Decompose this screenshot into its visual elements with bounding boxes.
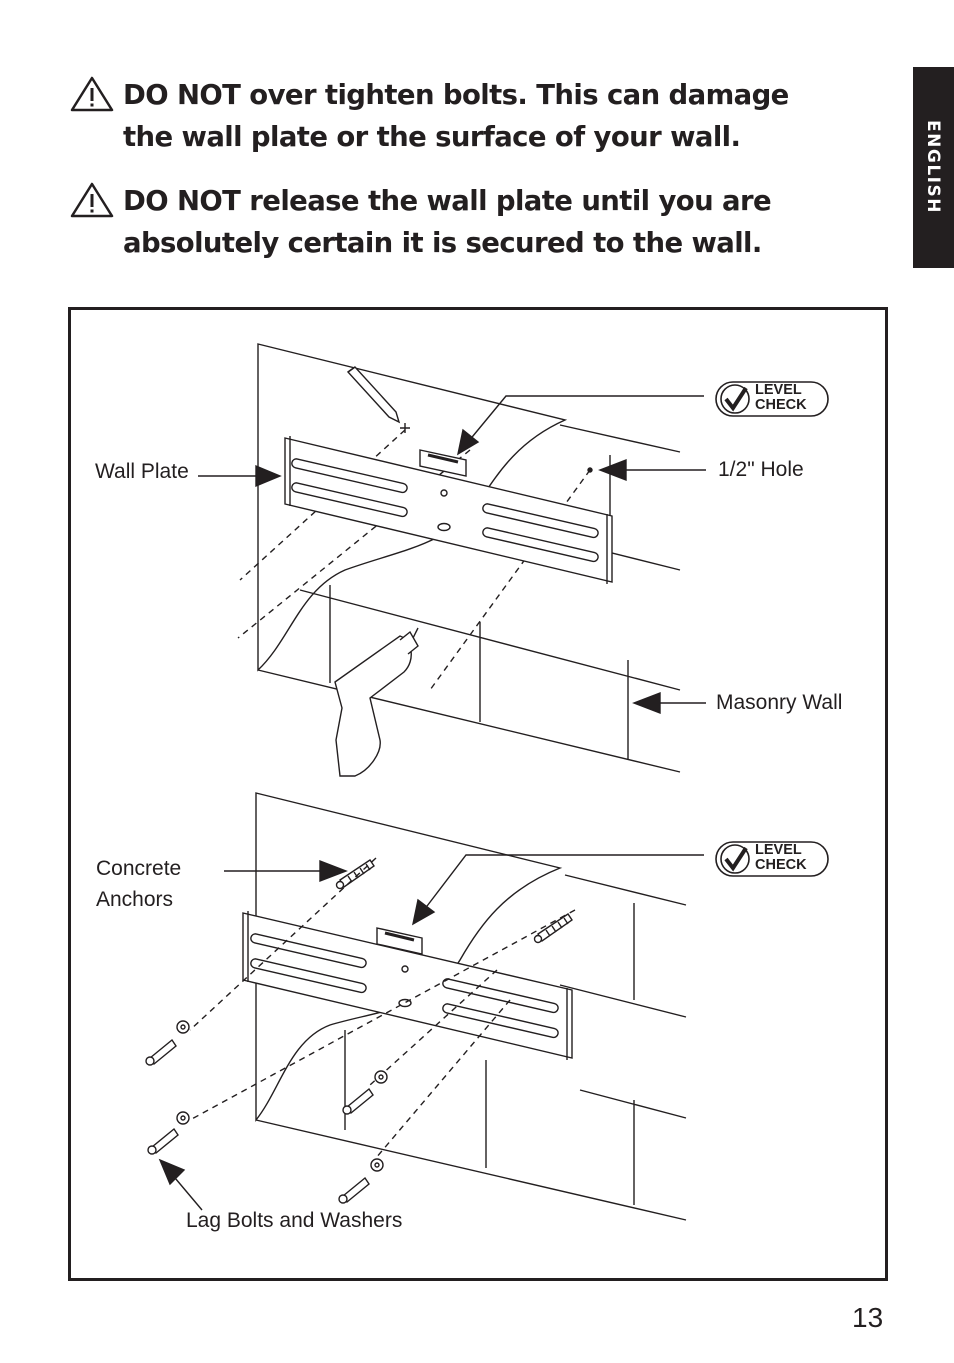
page-number: 13: [852, 1302, 884, 1333]
checkmark-icon: [715, 841, 829, 877]
label-lag-bolts: Lag Bolts and Washers: [186, 1209, 403, 1232]
lag-bolt: [147, 1127, 179, 1155]
label-masonry-wall: Masonry Wall: [716, 691, 843, 714]
label-concrete-anchors: Concrete Anchors: [96, 857, 182, 911]
language-tab: ENGLISH: [913, 67, 954, 268]
level-check-badge: LEVEL CHECK: [715, 381, 829, 417]
level-icon: [376, 927, 423, 955]
label-hole: 1/2" Hole: [718, 458, 804, 481]
concrete-anchor: [335, 859, 375, 890]
level-icon: [419, 449, 467, 477]
warning-1: DO NOT over tighten bolts. This can dama…: [70, 74, 789, 158]
drill-icon: [334, 627, 419, 777]
level-check-text: LEVEL CHECK: [755, 382, 807, 413]
level-check-text: LEVEL CHECK: [755, 842, 807, 873]
washer: [374, 1070, 388, 1084]
warning-triangle-icon: [70, 76, 114, 112]
figure-frame: [68, 307, 888, 1281]
lag-bolt: [145, 1038, 177, 1066]
washer: [370, 1158, 384, 1172]
wall-plate-bottom: [242, 911, 573, 1060]
washer: [176, 1111, 190, 1125]
wall-plate-top: [284, 436, 613, 584]
washer: [176, 1020, 190, 1034]
level-check-badge: LEVEL CHECK: [715, 841, 829, 877]
warning-text: DO NOT release the wall plate until you …: [123, 185, 772, 259]
wall-sheet-top: [257, 343, 681, 773]
warning-2: DO NOT release the wall plate until you …: [70, 180, 772, 264]
concrete-anchor: [533, 913, 573, 944]
pencil-icon: [346, 366, 401, 424]
lag-bolt: [342, 1087, 374, 1115]
lag-bolt: [338, 1176, 370, 1204]
warning-text: DO NOT over tighten bolts. This can dama…: [123, 79, 789, 153]
warning-triangle-icon: [70, 182, 114, 218]
label-wall-plate: Wall Plate: [95, 460, 189, 483]
checkmark-icon: [715, 381, 829, 417]
